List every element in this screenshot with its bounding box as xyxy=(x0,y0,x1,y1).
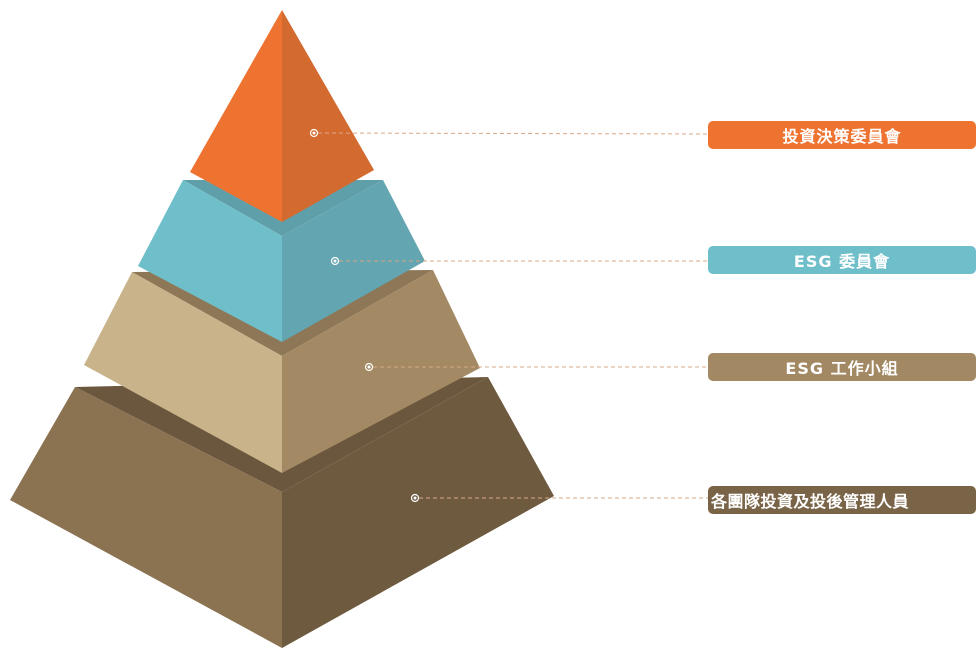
marker-2 xyxy=(330,256,340,266)
marker-1 xyxy=(309,128,319,138)
tier-4-left-face xyxy=(10,387,282,648)
tier-3-right-face xyxy=(282,270,480,473)
level-label-esg-committee: ESG 委員會 xyxy=(708,246,976,274)
tier-1-left-face xyxy=(190,10,282,222)
tier-1-right-face xyxy=(282,10,374,222)
connector-line-1 xyxy=(317,132,709,135)
marker-3 xyxy=(364,362,374,372)
level-label-esg-working-group: ESG 工作小組 xyxy=(708,353,976,381)
marker-4 xyxy=(410,493,420,503)
tier-4-right-face xyxy=(282,377,554,648)
tier-2-left-face xyxy=(138,180,282,342)
connector-lines xyxy=(317,132,709,499)
pyramid-tier-1 xyxy=(190,10,374,222)
level-label-investment-committee: 投資決策委員會 xyxy=(708,121,976,149)
level-label-investment-staff: 各團隊投資及投後管理人員 xyxy=(708,486,976,514)
tier-3-left-face xyxy=(84,272,282,473)
level-markers xyxy=(309,128,420,503)
